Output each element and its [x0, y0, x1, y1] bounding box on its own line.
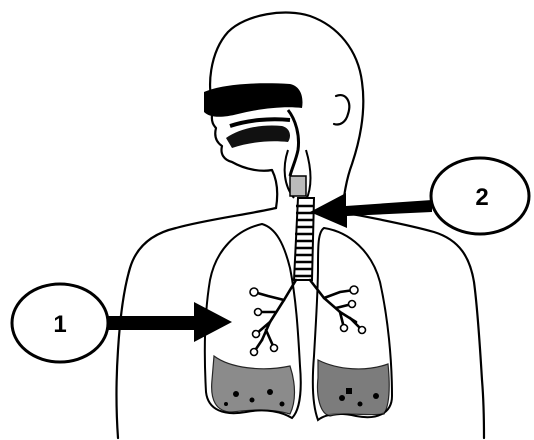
ear-outline	[334, 95, 349, 124]
trachea-icon	[294, 198, 314, 280]
callout-1: 1	[12, 284, 232, 362]
callout-2-arrow	[310, 193, 432, 228]
nasal-cavity-icon	[204, 83, 303, 176]
callout-2: 2	[310, 158, 529, 234]
callout-2-number: 2	[475, 184, 488, 211]
callout-1-number: 1	[53, 311, 66, 338]
